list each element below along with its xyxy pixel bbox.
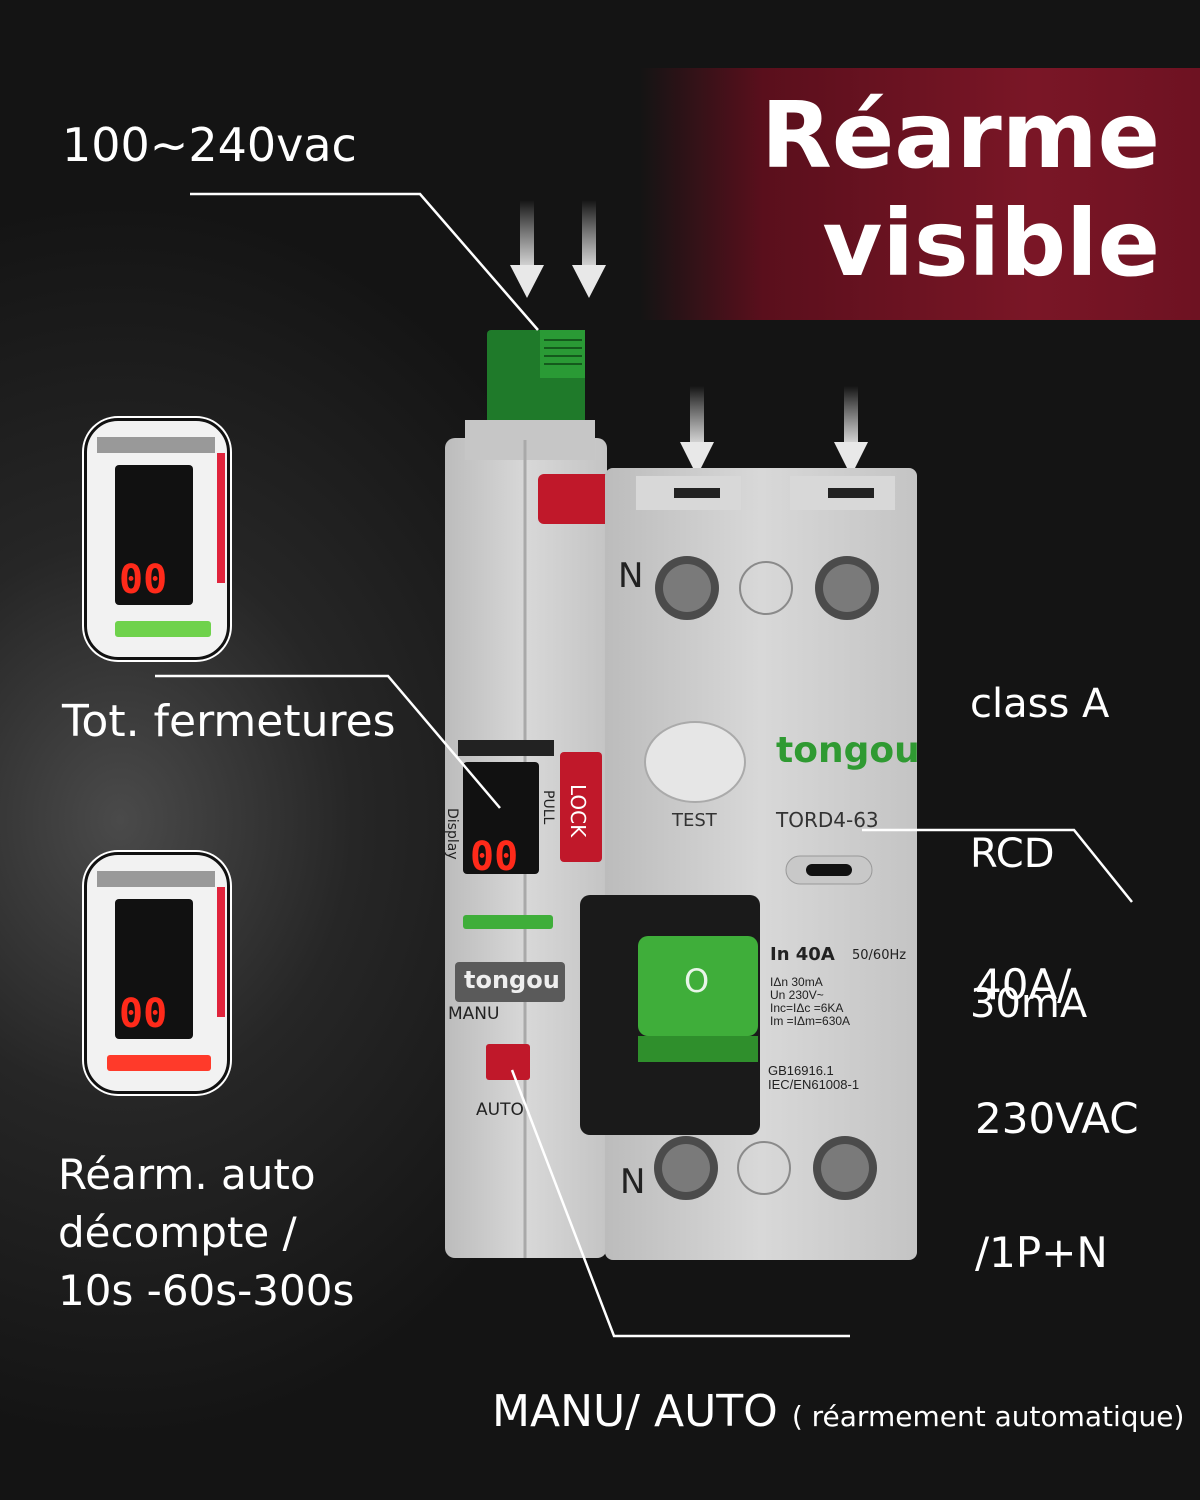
rating-detail: Un 230V~ (770, 988, 824, 1002)
display-thumbnail-green: 00 (84, 418, 230, 660)
rating-freq: 50/60Hz (852, 948, 907, 963)
auto-reset-label: Réarm. auto décompte / 10s -60s-300s (58, 1150, 355, 1315)
rating-in: In 40A (770, 944, 835, 965)
neutral-mark-bottom: N (620, 1162, 646, 1202)
wire-insert-arrows (510, 200, 868, 476)
neutral-mark-top: N (618, 556, 644, 596)
device-brand: tongou (776, 730, 920, 771)
leader-lines (155, 192, 1133, 1338)
device-model: TORD4-63 (776, 808, 879, 832)
total-closures-label: Tot. fermetures (62, 696, 396, 747)
standard-item: GB16916.1 (768, 1063, 834, 1078)
rating-line-1: 40A/ (975, 960, 1072, 1009)
thumbnail-digits: 00 (119, 991, 168, 1037)
lever-mark: O (684, 962, 710, 1000)
lock-label: LOCK (566, 784, 590, 838)
pull-label: PULL (540, 790, 556, 825)
mode-note: ( réarmement automatique) (791, 1400, 1185, 1433)
rating-detail: IΔn 30mA (770, 975, 823, 989)
display-label: Display (444, 808, 460, 860)
rating-details: IΔn 30mA Un 230V~ Inc=IΔc =6KA Im =IΔm=6… (770, 976, 850, 1028)
voltage-label: 100~240vac (62, 118, 357, 172)
power-terminal (487, 330, 585, 440)
manu-label: MANU (448, 1004, 500, 1024)
module-brand: tongou (464, 966, 560, 994)
test-button-label: TEST (672, 810, 717, 831)
standards: GB16916.1 IEC/EN61008-1 (768, 1064, 859, 1092)
headline-line-2: visible (822, 190, 1160, 297)
rating-detail: Im =IΔm=630A (770, 1014, 851, 1028)
mode-text: MANU/ AUTO (492, 1386, 778, 1437)
rating-labels: 40A/ 230VAC /1P+N (975, 884, 1139, 1353)
spec-class: class A (970, 681, 1110, 727)
spec-labels: class A RCD 30mA (970, 592, 1109, 1117)
standard-item: IEC/EN61008-1 (768, 1077, 860, 1092)
display-digits: 00 (470, 834, 519, 880)
mode-label: MANU/ AUTO ( réarmement automatique) (492, 1386, 1184, 1437)
rating-line-2: 230VAC (975, 1094, 1139, 1143)
thumbnail-digits: 00 (119, 557, 168, 603)
headline-banner (640, 68, 1200, 320)
headline: Réarme visible (761, 82, 1160, 298)
rcd-module (580, 468, 917, 1260)
spec-current: 30mA (970, 981, 1088, 1027)
display-thumbnail-red: 00 (84, 852, 230, 1094)
headline-line-1: Réarme (761, 82, 1160, 189)
rating-detail: Inc=IΔc =6KA (770, 1001, 844, 1015)
spec-type: RCD (970, 831, 1055, 877)
auto-label: AUTO (476, 1100, 524, 1120)
rating-line-3: /1P+N (975, 1228, 1108, 1277)
